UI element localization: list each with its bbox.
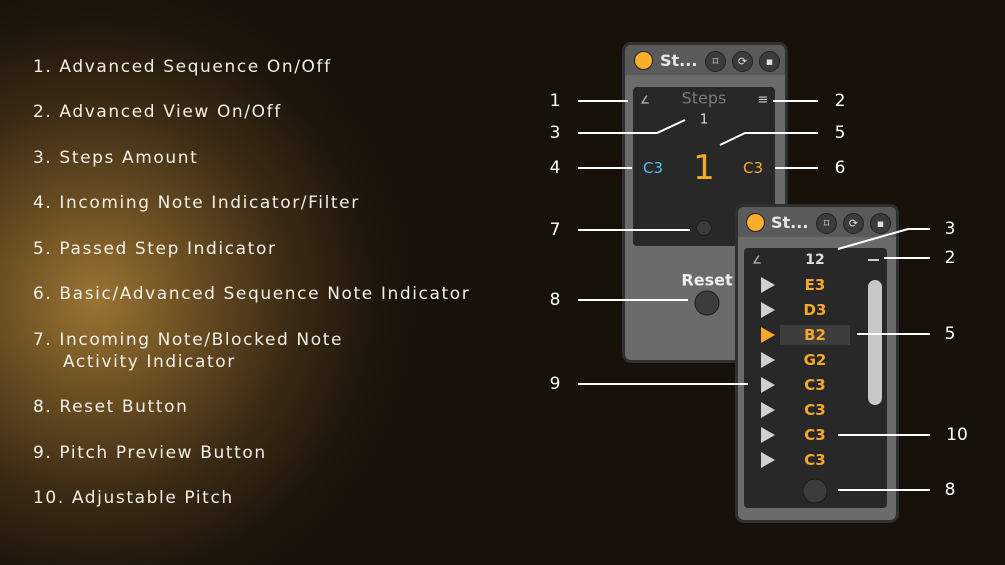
callout-number: 10: [946, 425, 968, 445]
legend-item: 7. Incoming Note/Blocked Note: [33, 330, 344, 350]
advanced-sequence-toggle-icon[interactable]: ∠: [752, 253, 762, 267]
scrollbar[interactable]: [868, 280, 882, 405]
legend-item: 10. Adjustable Pitch: [33, 488, 234, 508]
legend-item: 8. Reset Button: [33, 397, 189, 417]
legend-item: 2. Advanced View On/Off: [33, 102, 282, 122]
callout-number: 2: [834, 91, 846, 111]
pitch-preview-button[interactable]: [761, 302, 775, 318]
steps-amount[interactable]: 1: [699, 112, 709, 128]
callout-number: 3: [549, 123, 561, 143]
callout-number: 3: [944, 219, 956, 239]
refresh-icon[interactable]: ⟳: [732, 51, 753, 72]
step-pitch[interactable]: C3: [804, 426, 826, 444]
step-pitch[interactable]: C3: [804, 401, 826, 419]
refresh-icon[interactable]: ⟳: [843, 213, 864, 234]
advanced-sequence-toggle-icon[interactable]: ∠: [640, 93, 650, 107]
callout-number: 9: [549, 374, 561, 394]
callout-number: 5: [944, 324, 956, 344]
pitch-preview-button[interactable]: [761, 352, 775, 368]
pitch-preview-button[interactable]: [761, 377, 775, 393]
device-power-button[interactable]: [634, 51, 653, 70]
map-icon[interactable]: ⌑: [816, 213, 837, 234]
step-pitch[interactable]: C3: [804, 376, 826, 394]
step-pitch[interactable]: E3: [804, 276, 826, 294]
step-pitch[interactable]: G2: [803, 351, 827, 369]
steps-label: Steps: [681, 88, 727, 108]
reset-button[interactable]: [694, 290, 720, 316]
reset-label: Reset: [681, 270, 733, 290]
save-icon[interactable]: ▪: [870, 213, 891, 234]
callout-number: 6: [834, 158, 846, 178]
callout-number: 8: [549, 290, 561, 310]
legend-item: 4. Incoming Note Indicator/Filter: [33, 193, 360, 213]
legend-item: Activity Indicator: [63, 352, 236, 372]
callout-number: 1: [549, 91, 561, 111]
legend-item: 3. Steps Amount: [33, 148, 199, 168]
callout-number: 8: [944, 480, 956, 500]
pitch-preview-button[interactable]: [761, 277, 775, 293]
step-pitch[interactable]: C3: [804, 451, 826, 469]
activity-indicator: [696, 220, 712, 236]
active-step-highlight: [780, 325, 850, 345]
advanced-view-toggle-icon[interactable]: [868, 259, 879, 261]
callout-number: 5: [834, 123, 846, 143]
advanced-view-menu-icon[interactable]: ≡: [757, 92, 769, 108]
legend-item: 9. Pitch Preview Button: [33, 443, 267, 463]
device-title: St...: [771, 213, 809, 232]
map-icon[interactable]: ⌑: [705, 51, 726, 72]
pitch-preview-button[interactable]: [761, 452, 775, 468]
steps-amount[interactable]: 12: [805, 252, 825, 268]
pitch-preview-button[interactable]: [761, 427, 775, 443]
callout-number: 2: [944, 248, 956, 268]
step-pitch[interactable]: B2: [804, 326, 826, 344]
device-title: St...: [660, 51, 698, 70]
legend-item: 5. Passed Step Indicator: [33, 239, 277, 259]
legend-item: 1. Advanced Sequence On/Off: [33, 57, 332, 77]
save-icon[interactable]: ▪: [759, 51, 780, 72]
callout-number: 4: [549, 158, 561, 178]
sequence-note: C3: [742, 159, 764, 177]
reset-button[interactable]: [802, 478, 828, 504]
pitch-preview-button[interactable]: [761, 402, 775, 418]
device-power-button[interactable]: [746, 213, 765, 232]
callout-number: 7: [549, 220, 561, 240]
step-pitch[interactable]: D3: [803, 301, 827, 319]
pitch-preview-button[interactable]: [761, 327, 775, 343]
current-step: 1: [693, 148, 715, 188]
legend-item: 6. Basic/Advanced Sequence Note Indicato…: [33, 284, 471, 304]
incoming-note[interactable]: C3: [642, 159, 664, 177]
